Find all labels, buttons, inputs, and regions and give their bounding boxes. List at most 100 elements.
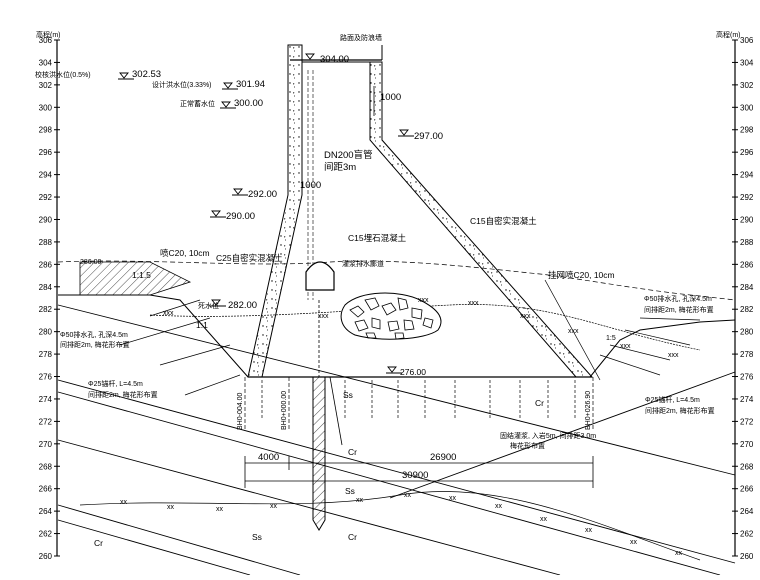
- base-elevation: 276.00: [400, 367, 426, 377]
- fault-mark-xxx: xxx: [620, 343, 631, 350]
- fault-mark-xxx: xxx: [668, 352, 679, 359]
- dead-level-value: 282.00: [228, 300, 257, 311]
- rock-ss-2: Ss: [345, 486, 355, 496]
- fault-mark-xxx: xxx: [318, 313, 329, 320]
- anchor-right-label-2: 间排距2m, 梅花形布置: [645, 406, 715, 415]
- design-flood-label: 设计洪水位(3.33%): [152, 80, 212, 89]
- rock-cr-1: Cr: [348, 447, 357, 457]
- rock-cr-3: Cr: [94, 538, 103, 548]
- axis-unit-left: 高程(m): [36, 30, 61, 39]
- normal-level-label: 正常蓄水位: [180, 99, 215, 108]
- axis-tick-label: 280: [39, 328, 53, 337]
- axis-tick-label: 296: [740, 148, 754, 157]
- elevation-axis-right: 3063043023002982962942922902882862842822…: [732, 36, 754, 561]
- elevation-290: 290.00: [226, 211, 255, 222]
- level-marker: [222, 82, 238, 90]
- axis-tick-label: 266: [39, 485, 53, 494]
- consolidation-grout-holes: [261, 380, 576, 418]
- fault-mark-xxx: xxx: [568, 328, 579, 335]
- axis-tick-label: 272: [740, 417, 754, 426]
- drainage-gallery: [305, 261, 335, 291]
- axis-tick-label: 306: [39, 36, 53, 45]
- axis-tick-label: 294: [39, 171, 53, 180]
- dim-4000: 4000: [258, 452, 279, 463]
- shotcrete-right-label: 挂网喷C20, 10cm: [548, 270, 615, 280]
- axis-tick-label: 296: [39, 148, 53, 157]
- anchor-right-label: Φ25锚杆, L=4.5m: [645, 395, 700, 404]
- axis-tick-label: 288: [740, 238, 754, 247]
- axis-tick-label: 290: [39, 215, 53, 224]
- axis-tick-label: 268: [740, 462, 754, 471]
- axis-tick-label: 262: [39, 530, 53, 539]
- crest-value: 304.00: [320, 54, 349, 65]
- fault-mark-xxx: xxx: [163, 310, 174, 317]
- level-marker: [210, 299, 226, 307]
- dam-body: [247, 44, 594, 378]
- level-marker: [398, 129, 414, 137]
- axis-tick-label: 282: [740, 305, 754, 314]
- elevation-axis-left: 3063043023002982962942922902882862842822…: [39, 36, 60, 561]
- drain-right-label: Φ50排水孔, 孔深4.5m: [644, 294, 712, 303]
- axis-tick-label: 304: [740, 58, 754, 67]
- dim-1000-top: 1000: [380, 92, 401, 103]
- consolidation-grout-label-2: 梅花形布置: [510, 441, 545, 450]
- elevation-292: 292.00: [248, 189, 277, 200]
- axis-tick-label: 266: [740, 485, 754, 494]
- fault-mark: xx: [495, 503, 503, 510]
- fault-markers: xx xx xx xx xx xx xx xx xx xx xx xx xxx …: [120, 297, 683, 557]
- axis-tick-label: 292: [740, 193, 754, 202]
- level-marker: [220, 101, 236, 109]
- axis-tick-label: 298: [39, 126, 53, 135]
- rock-cr-2: Cr: [535, 398, 544, 408]
- slope-1-1: 1:1: [196, 320, 208, 330]
- axis-tick-label: 302: [39, 81, 53, 90]
- axis-tick-label: 300: [740, 103, 754, 112]
- c25-left-label: C25自密实混凝土: [216, 253, 283, 263]
- c15-right-label: C15自密实混凝土: [470, 216, 537, 226]
- fault-mark: xx: [167, 504, 175, 511]
- level-marker: [304, 53, 320, 61]
- fault-mark: xx: [540, 516, 548, 523]
- c15-center-label: C15埋石混凝土: [348, 233, 407, 243]
- axis-tick-label: 278: [740, 350, 754, 359]
- axis-tick-label: 264: [740, 507, 754, 516]
- axis-tick-label: 294: [740, 171, 754, 180]
- drain-tunnel-label: 灌浆排水廊道: [342, 259, 384, 268]
- left-bank-fill: [79, 261, 192, 296]
- drain-right-label-2: 间排距2m, 梅花形布置: [644, 305, 714, 314]
- drain-left-label-2: 间排距2m, 梅花形布置: [60, 340, 130, 349]
- normal-level-value: 300.00: [234, 98, 263, 109]
- boulder-texture: [349, 297, 434, 340]
- axis-tick-label: 304: [39, 58, 53, 67]
- fault-mark: xx: [356, 497, 364, 504]
- borehole-2-label: BH0+000.00: [281, 391, 288, 430]
- anchor-left-label-2: 间排距2m, 梅花形布置: [88, 390, 158, 399]
- fault-mark: xx: [120, 499, 128, 506]
- dim-1000-mid: 1000: [300, 180, 321, 191]
- left-bank-outline: [58, 294, 249, 378]
- axis-unit-right: 高程(m): [716, 30, 741, 39]
- drain-left-label: Φ50排水孔, 孔深4.5m: [60, 330, 128, 339]
- left-ground-elevation: 286.00: [80, 259, 102, 266]
- dead-level-label: 死水位: [198, 301, 219, 310]
- shotcrete-left-label: 喷C20, 10cm: [160, 248, 210, 258]
- level-marker: [386, 366, 402, 374]
- consolidation-grout-label: 固结灌浆, 入岩5m, 间排距3.0m: [500, 431, 596, 440]
- dam-upstream-face: [247, 44, 303, 378]
- dimension-lines: [244, 86, 594, 488]
- axis-tick-label: 290: [740, 215, 754, 224]
- design-flood-value: 301.94: [236, 79, 265, 90]
- axis-tick-label: 276: [39, 373, 53, 382]
- fault-mark-xxx: xxx: [520, 313, 531, 320]
- slope-right: 1:5: [606, 335, 616, 342]
- pipe-spacing: 间距3m: [324, 161, 356, 173]
- level-markers: [118, 53, 414, 374]
- anchor-left-label: Φ25锚杆, L=4.5m: [88, 379, 143, 388]
- crest-label: 路面及防浪墙: [340, 33, 382, 42]
- axis-tick-label: 292: [39, 193, 53, 202]
- axis-tick-label: 286: [39, 260, 53, 269]
- fault-mark: xx: [404, 492, 412, 499]
- fault-mark: xx: [585, 527, 593, 534]
